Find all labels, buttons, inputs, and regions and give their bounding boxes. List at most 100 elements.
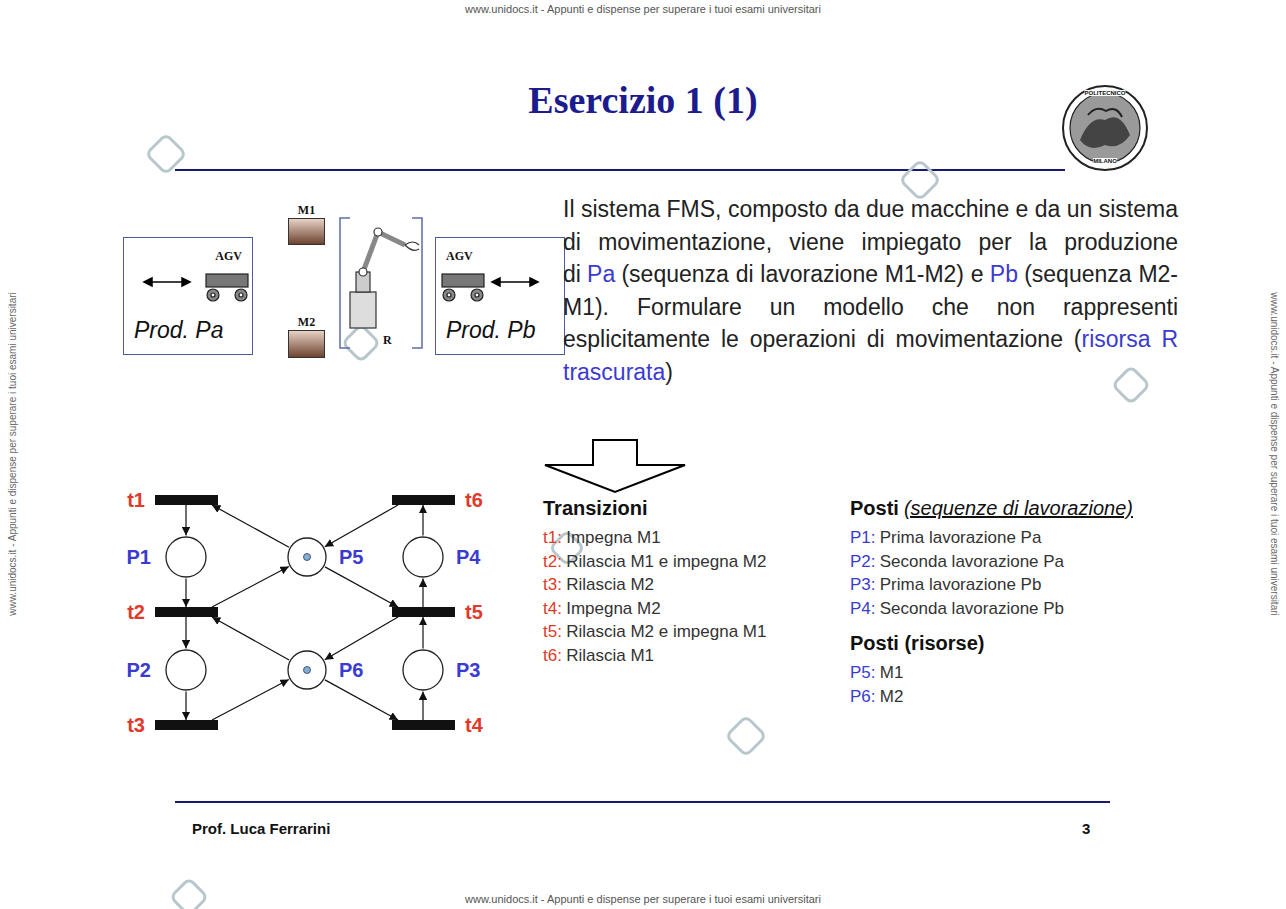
list-row: P3:Prima lavorazione Pb <box>850 573 1133 597</box>
place-list: Posti(sequenze di lavorazione) P1:Prima l… <box>850 497 1133 709</box>
list-value: Rilascia M1 <box>566 646 654 665</box>
arc <box>422 692 423 721</box>
place-label: P3 <box>456 659 480 682</box>
arc <box>325 567 398 607</box>
list-key: P3: <box>850 575 876 594</box>
place-label: P6 <box>339 659 363 682</box>
double-arrow <box>492 278 538 286</box>
robot-arm <box>350 228 419 328</box>
arc <box>185 579 186 608</box>
list-value: Seconda lavorazione Pa <box>880 552 1064 571</box>
arc <box>185 617 186 649</box>
place-outline <box>402 536 444 578</box>
university-seal <box>1063 86 1147 170</box>
heading-note: (sequenze di lavorazione) <box>904 497 1133 519</box>
arc <box>325 617 398 660</box>
list-value: Rilascia M2 <box>566 575 654 594</box>
list-key: t3: <box>543 575 562 594</box>
arc <box>212 567 289 607</box>
transition-label: t3 <box>127 714 145 737</box>
machine-box: M2 <box>288 330 325 358</box>
transition-bar: t2 <box>155 607 218 617</box>
watermark: www.unidocs.it - Appunti e dispense per … <box>0 893 1286 905</box>
vehicle-label: AGV <box>215 249 242 264</box>
heading-text: Posti (risorse) <box>850 632 984 654</box>
footer-author: Prof. Luca Ferrarini <box>192 820 330 837</box>
vehicle-label: AGV <box>446 249 473 264</box>
transition-label: t1 <box>127 489 145 512</box>
arc <box>422 579 423 608</box>
seal-text: POLITECNICO <box>1084 90 1125 96</box>
slide-title: Esercizio 1 (1) <box>0 78 1286 122</box>
machine-label: M1 <box>298 203 315 218</box>
page-number: 3 <box>1082 820 1090 837</box>
list-key: t1: <box>543 528 562 547</box>
footer-rule <box>175 801 1110 803</box>
list-row: P6:M2 <box>850 685 1133 709</box>
place-label: P5 <box>339 546 363 569</box>
place-circle: P6 <box>287 650 327 690</box>
resource-label: R <box>383 333 392 348</box>
place-circle: P2 <box>165 649 207 691</box>
list-heading: Posti(sequenze di lavorazione) <box>850 497 1133 520</box>
highlight-text: Pa <box>587 261 615 287</box>
list-row: P4:Seconda lavorazione Pb <box>850 597 1133 621</box>
place-label: P2 <box>127 659 151 682</box>
list-value: Impegna M1 <box>566 528 661 547</box>
heading-text: Transizioni <box>543 497 647 519</box>
agv-cart <box>206 274 248 301</box>
place-circle: P5 <box>287 537 327 577</box>
arc <box>185 692 186 721</box>
token <box>304 554 311 561</box>
list-row: t4:Impegna M2 <box>543 597 766 621</box>
list-value: M2 <box>880 687 904 706</box>
arc <box>422 505 423 536</box>
machine-box: M1 <box>288 218 325 245</box>
list-row: t3:Rilascia M2 <box>543 573 766 597</box>
transition-bar: t5 <box>392 607 455 617</box>
list-key: P6: <box>850 687 876 706</box>
arc <box>325 680 398 720</box>
seal-text: MILANO <box>1093 158 1117 164</box>
machine-label: M2 <box>298 315 315 330</box>
transition-bar: t3 <box>155 720 218 730</box>
list-key: t5: <box>543 622 562 641</box>
list-row: P1:Prima lavorazione Pa <box>850 526 1133 550</box>
token <box>304 667 311 674</box>
list-row: t6:Rilascia M1 <box>543 644 766 668</box>
problem-statement: Il sistema FMS, composto da due macchine… <box>563 193 1178 389</box>
list-value: Impegna M2 <box>566 599 661 618</box>
arc <box>212 617 289 660</box>
place-label: P4 <box>456 546 480 569</box>
list-key: P1: <box>850 528 876 547</box>
place-outline <box>402 649 444 691</box>
list-key: t4: <box>543 599 562 618</box>
hollow-arrow <box>545 440 685 492</box>
transition-bar: t1 <box>155 495 218 505</box>
list-key: P4: <box>850 599 876 618</box>
list-key: P5: <box>850 663 876 682</box>
transition-label: t5 <box>465 601 483 624</box>
arc <box>212 680 289 720</box>
body-text: ) <box>665 359 673 385</box>
list-row: P5:M1 <box>850 661 1133 685</box>
transition-label: t2 <box>127 601 145 624</box>
agv-station-box: AGVProd. Pa <box>123 237 253 355</box>
list-heading: Posti (risorse) <box>850 632 1133 655</box>
arc <box>422 617 423 649</box>
watermark: www.unidocs.it - Appunti e dispense per … <box>7 292 18 616</box>
list-row: t2:Rilascia M1 e impegna M2 <box>543 550 766 574</box>
agv-station-box: AGVProd. Pb <box>435 237 565 355</box>
double-arrow <box>144 278 190 286</box>
transition-label: t4 <box>465 714 483 737</box>
arc <box>185 505 186 536</box>
list-value: Seconda lavorazione Pb <box>880 599 1064 618</box>
list-key: t6: <box>543 646 562 665</box>
list-key: t2: <box>543 552 562 571</box>
list-value: Prima lavorazione Pa <box>880 528 1042 547</box>
body-text: (sequenza di lavorazione M1-M2) e <box>621 261 983 287</box>
arc <box>325 505 398 547</box>
place-outline <box>287 537 327 577</box>
